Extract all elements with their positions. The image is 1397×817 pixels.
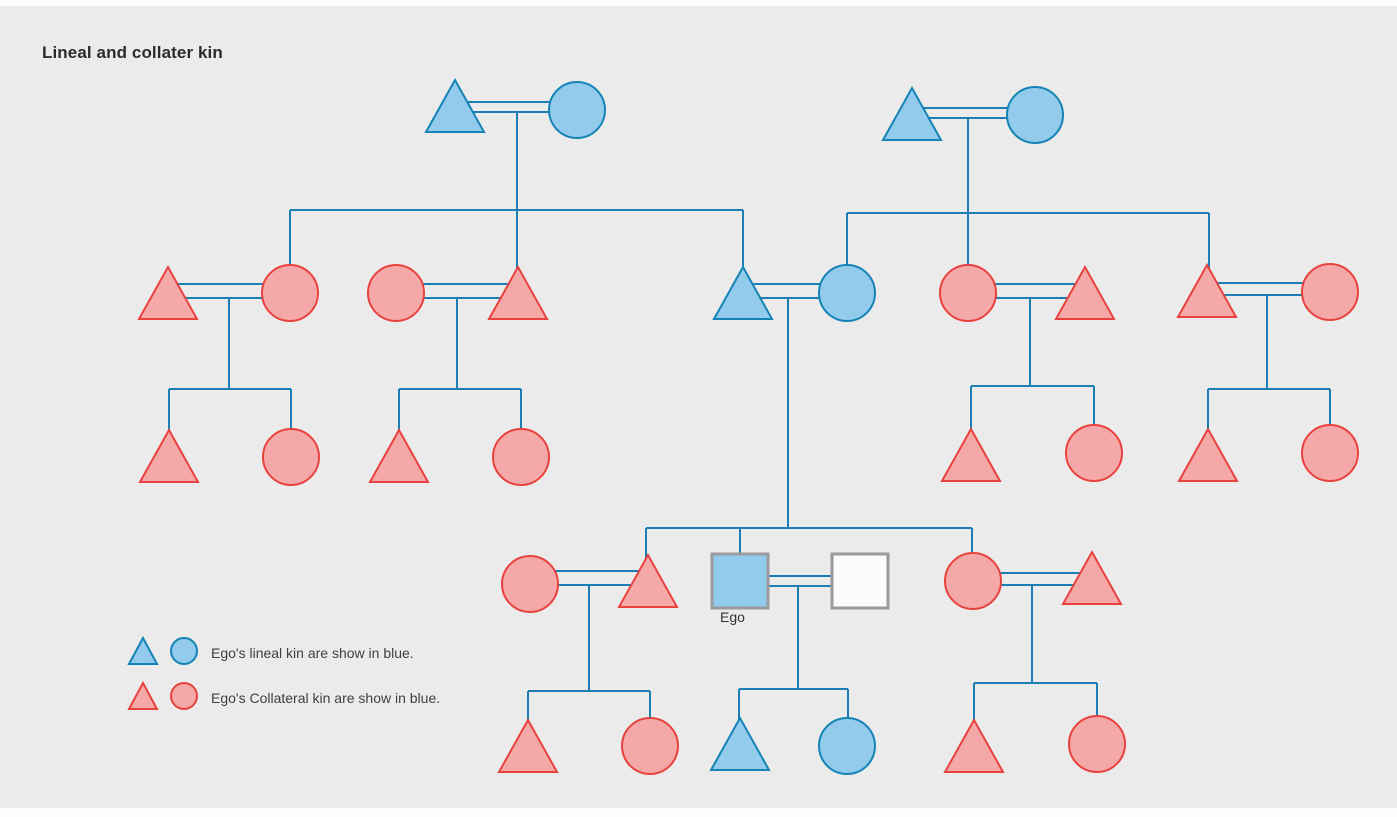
niece-2-circle: [1068, 715, 1126, 773]
sister-in-law-circle: [501, 555, 559, 613]
cousin-female-3-circle: [1065, 424, 1123, 482]
uncle-by-marriage-1-triangle: [137, 264, 199, 320]
aunt-1-circle: [261, 264, 319, 322]
lineal-marker-icons: [127, 635, 198, 665]
uncle-2-triangle: [487, 264, 549, 320]
ego-label: Ego: [720, 609, 745, 625]
sister-circle: [944, 552, 1002, 610]
uncle-4-triangle: [1176, 262, 1238, 318]
grandmother-left-circle: [548, 81, 606, 139]
grandmother-right-circle: [1006, 86, 1064, 144]
grandfather-right-triangle: [881, 85, 943, 141]
cousin-female-4-circle: [1301, 424, 1359, 482]
legend: Ego's lineal kin are show in blue. Ego's…: [127, 635, 441, 727]
legend-row-collateral: Ego's Collateral kin are show in blue.: [127, 680, 441, 717]
cousin-female-2-circle: [492, 428, 550, 486]
legend-collateral-text: Ego's Collateral kin are show in blue.: [211, 690, 441, 706]
cousin-female-1-circle: [262, 428, 320, 486]
daughter-circle: [818, 717, 876, 775]
ego-square: [710, 552, 770, 610]
aunt-by-marriage-2-circle: [367, 264, 425, 322]
cousin-male-4-triangle: [1177, 426, 1239, 482]
collateral-circle-icon: [170, 681, 198, 710]
nephew-2-triangle: [943, 717, 1005, 773]
collateral-marker-icons: [127, 680, 198, 710]
niece-1-circle: [621, 717, 679, 775]
lineal-kin-markers: [127, 635, 199, 672]
brother-in-law-triangle: [1061, 549, 1123, 605]
grandfather-left-triangle: [424, 77, 486, 133]
page-title: Lineal and collater kin: [42, 43, 223, 62]
aunt-by-marriage-4-circle: [1301, 263, 1359, 321]
bottom-edge-strip: [0, 808, 1397, 817]
son-triangle: [709, 715, 771, 771]
legend-row-lineal: Ego's lineal kin are show in blue.: [127, 635, 440, 672]
brother-triangle: [617, 552, 679, 608]
aunt-3-circle: [939, 264, 997, 322]
cousin-male-3-triangle: [940, 426, 1002, 482]
nephew-1-triangle: [497, 717, 559, 773]
ego-spouse-square: [830, 552, 890, 610]
lineal-triangle-icon: [127, 635, 159, 665]
top-edge-strip: [0, 0, 1397, 6]
collateral-triangle-icon: [127, 680, 159, 710]
collateral-kin-markers: [127, 680, 199, 717]
mother-circle: [818, 264, 876, 322]
cousin-male-2-triangle: [368, 427, 430, 483]
cousin-male-1-triangle: [138, 427, 200, 483]
legend-lineal-text: Ego's lineal kin are show in blue.: [211, 645, 414, 661]
lineal-circle-icon: [170, 636, 198, 665]
father-triangle: [712, 264, 774, 320]
uncle-by-marriage-3-triangle: [1054, 264, 1116, 320]
